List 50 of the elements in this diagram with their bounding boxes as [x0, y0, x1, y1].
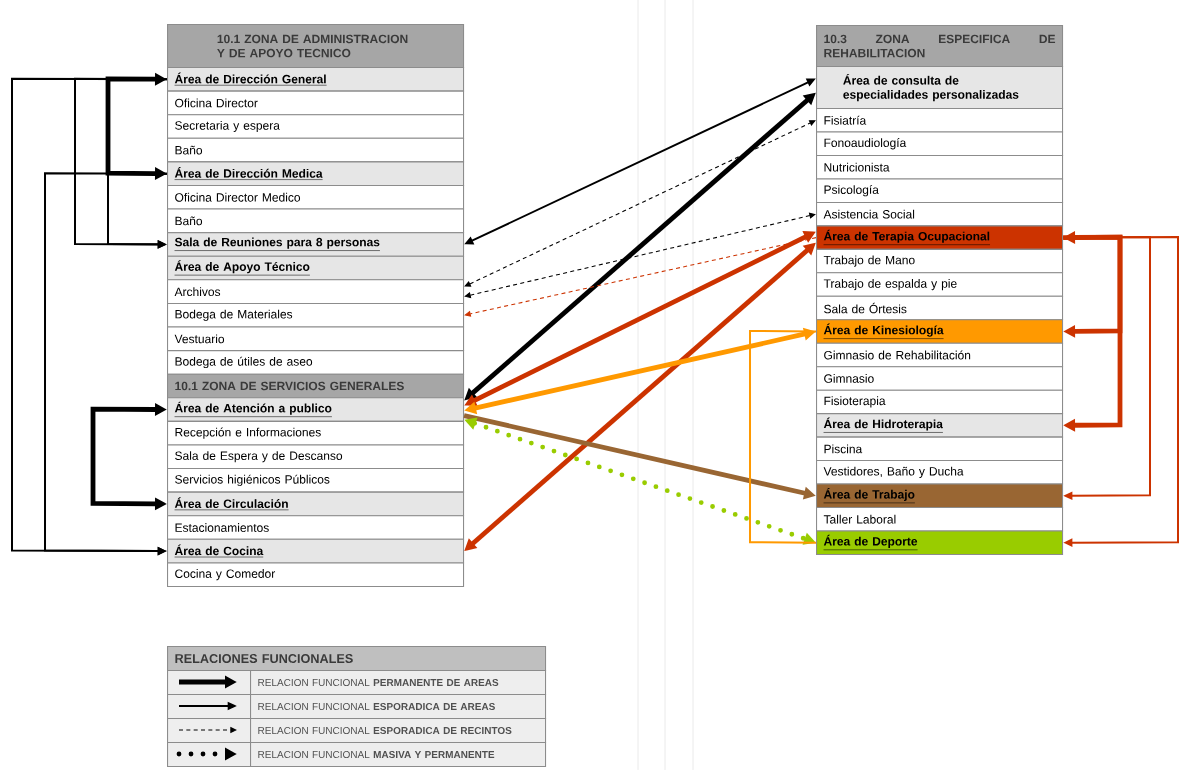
room-row: Sala de Espera y de Descanso	[167, 444, 465, 470]
room-row: Bodega de útiles de aseo	[167, 350, 465, 375]
room-row: Psicología	[816, 178, 1064, 203]
room-row: Recepción e Informaciones	[167, 420, 465, 446]
room-row: Archivos	[167, 279, 465, 304]
area-row: Área de Hidroterapia	[816, 413, 1064, 438]
area-row: Área de Cocina	[167, 538, 465, 564]
room-row: Sala de Órtesis	[816, 295, 1064, 321]
arrow	[464, 212, 816, 299]
zone-header: 10.3 ZONA ESPECIFICA DE REHABILITACION	[816, 25, 1064, 68]
room-row: Fonoaudiología	[816, 131, 1064, 156]
arrow	[107, 172, 168, 249]
room-row: Nutricionista	[816, 154, 1064, 180]
area-row: Área de Atención a publico	[167, 397, 465, 422]
area-row: Área de consulta de especialidades personalizadas	[816, 66, 1064, 110]
room-row: Oficina Director Medico	[167, 184, 465, 210]
arrow	[1062, 236, 1179, 547]
arrow	[1062, 236, 1151, 501]
room-row: Bodega de Materiales	[167, 302, 465, 328]
room-row: Baño	[167, 137, 465, 163]
arrow	[1063, 234, 1123, 432]
room-row: Piscina	[816, 436, 1064, 462]
area-row: Sala de Reuniones para 8 personas	[167, 232, 465, 257]
area-row: Área de Apoyo Técnico	[167, 255, 465, 281]
zone-header: 10.1 ZONA DE ADMINISTRACION Y DE APOYO TECNICO	[167, 24, 465, 69]
arrow	[464, 237, 817, 317]
room-row: Trabajo de espalda y pie	[816, 272, 1064, 297]
room-row: Secretaria y espera	[167, 114, 465, 139]
area-row: Área de Circulación	[167, 491, 465, 517]
legend-title: RELACIONES FUNCIONALES	[167, 646, 547, 672]
area-row: Área de Terapia Ocupacional	[816, 225, 1064, 250]
room-row: Asistencia Social	[816, 201, 1064, 227]
arrow	[464, 120, 816, 287]
room-row: Fisioterapia	[816, 389, 1064, 415]
room-row: Gimnasio de Rehabilitación	[816, 342, 1064, 368]
room-row: Gimnasio	[816, 366, 1064, 391]
room-row: Estacionamientos	[167, 515, 465, 540]
room-row: Taller Laboral	[816, 507, 1064, 532]
room-row: Vestidores, Baño y Ducha	[816, 460, 1064, 485]
area-row: Área de Dirección General	[167, 67, 465, 92]
area-row: Área de Dirección Medica	[167, 161, 465, 186]
room-row: Cocina y Comedor	[167, 562, 465, 588]
connector-line	[749, 329, 817, 544]
room-row: Trabajo de Mano	[816, 248, 1064, 274]
zone-header: 10.1 ZONA DE SERVICIOS GENERALES	[167, 373, 465, 399]
room-row: Baño	[167, 208, 465, 234]
room-row: Fisiatría	[816, 108, 1064, 133]
room-row: Servicios higiénicos Públicos	[167, 468, 465, 493]
room-row: Vestuario	[167, 326, 465, 352]
room-row: Oficina Director	[167, 90, 465, 116]
